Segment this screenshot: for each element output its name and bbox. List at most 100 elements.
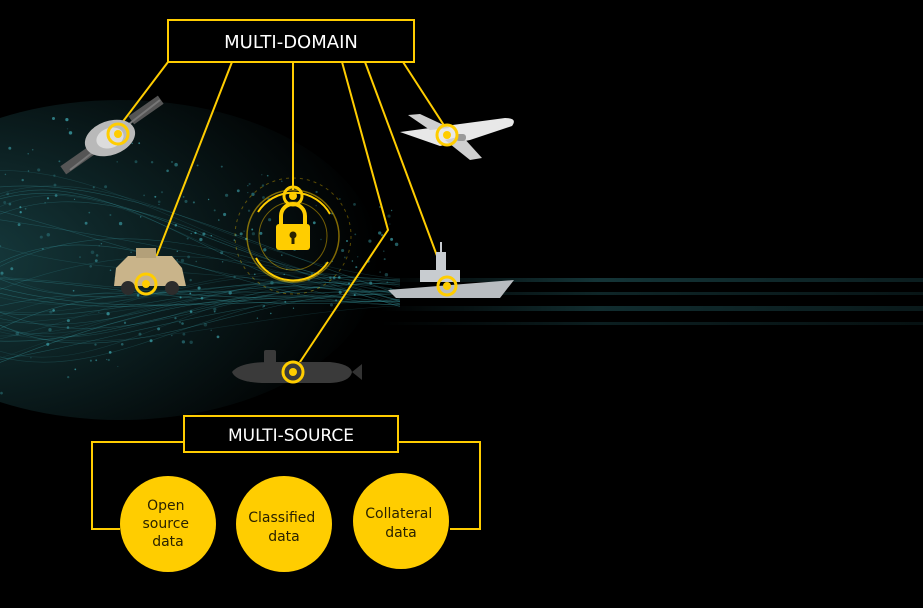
network-particle [107, 358, 110, 362]
network-strand [0, 238, 401, 303]
multi-source-box: MULTI-SOURCE [183, 415, 399, 453]
network-particle [357, 256, 359, 258]
network-strand [0, 293, 401, 360]
network-particle [73, 198, 76, 201]
network-particle [134, 160, 138, 164]
network-particle [213, 307, 217, 311]
network-particle [8, 146, 12, 150]
network-strand [0, 295, 401, 363]
network-particle [67, 375, 70, 379]
network-particle [203, 322, 208, 327]
network-particle [178, 321, 182, 324]
network-particle [180, 258, 185, 263]
connector-ship [364, 61, 447, 281]
network-particle [68, 131, 73, 135]
network-particle [233, 239, 236, 241]
network-strand [0, 219, 401, 307]
network-particle [389, 287, 392, 290]
network-particle [49, 310, 53, 314]
network-particle [283, 273, 285, 276]
domain-connectors [117, 61, 448, 369]
network-particle [19, 206, 22, 209]
network-particle [189, 310, 193, 313]
network-particle [248, 182, 251, 186]
network-particle [253, 273, 256, 276]
connector-ground-vehicle [147, 61, 233, 279]
network-particle [383, 250, 385, 252]
network-particle [15, 331, 20, 336]
network-strand [0, 278, 401, 304]
network-strand [0, 210, 401, 293]
submarine-icon [232, 350, 362, 384]
network-particle [138, 142, 141, 145]
network-particle [17, 223, 21, 227]
network-particle [383, 258, 386, 261]
network-particle [284, 300, 287, 303]
network-particle [247, 184, 249, 187]
network-particle [182, 332, 186, 336]
network-particle [202, 232, 206, 236]
network-particle [41, 247, 44, 251]
network-strand [0, 246, 401, 305]
network-particle [94, 343, 97, 346]
network-particle [190, 232, 192, 235]
network-particle [390, 237, 394, 241]
network-particle [160, 191, 164, 194]
network-particle [44, 202, 46, 204]
network-particle [320, 238, 322, 241]
network-particle [157, 200, 161, 204]
network-particle [312, 221, 316, 225]
source-classified: Classified data [236, 476, 332, 572]
network-particle [117, 365, 119, 368]
network-particle [189, 340, 193, 344]
network-particle [339, 198, 341, 200]
network-particle [387, 214, 391, 218]
network-particle [213, 310, 216, 313]
network-particle [378, 231, 382, 235]
network-particle [65, 117, 69, 122]
connector-satellite [117, 61, 169, 129]
network-particle [355, 266, 358, 269]
network-particle [394, 242, 399, 247]
network-particle [196, 164, 199, 167]
ground-vehicle-icon [114, 248, 186, 296]
network-particle [187, 255, 191, 259]
network-particle [353, 203, 356, 206]
network-particle [261, 174, 263, 176]
aircraft-icon [400, 114, 514, 160]
source-classified-label: Classified data [248, 510, 320, 545]
network-particle [329, 303, 334, 307]
network-particle [10, 267, 14, 271]
network-particle [27, 170, 30, 172]
network-particle [140, 216, 142, 218]
network-particle [118, 221, 123, 226]
multi-domain-box: MULTI-DOMAIN [167, 19, 415, 63]
network-particle [30, 357, 32, 359]
network-particle [247, 191, 249, 194]
network-particle [46, 342, 50, 346]
network-particle [0, 391, 3, 395]
network-particle [52, 309, 55, 312]
network-particle [120, 342, 124, 346]
network-strand [0, 274, 401, 298]
network-strand [0, 292, 401, 307]
network-particle [186, 237, 189, 240]
network-strand [0, 282, 401, 342]
network-particle [311, 273, 313, 275]
network-particle [130, 251, 132, 253]
network-particle [379, 206, 381, 208]
network-strand [0, 256, 401, 302]
network-particle [24, 207, 27, 210]
network-particle [218, 219, 220, 221]
network-particle [79, 256, 81, 259]
network-particle [368, 239, 372, 243]
network-particle [27, 153, 29, 155]
network-particle [343, 256, 346, 259]
network-particle [338, 276, 341, 279]
network-particle [92, 186, 95, 189]
network-particle [157, 327, 161, 331]
network-particle [72, 289, 75, 292]
network-particle [116, 161, 118, 163]
network-particle [88, 211, 91, 214]
network-particle [108, 351, 112, 354]
